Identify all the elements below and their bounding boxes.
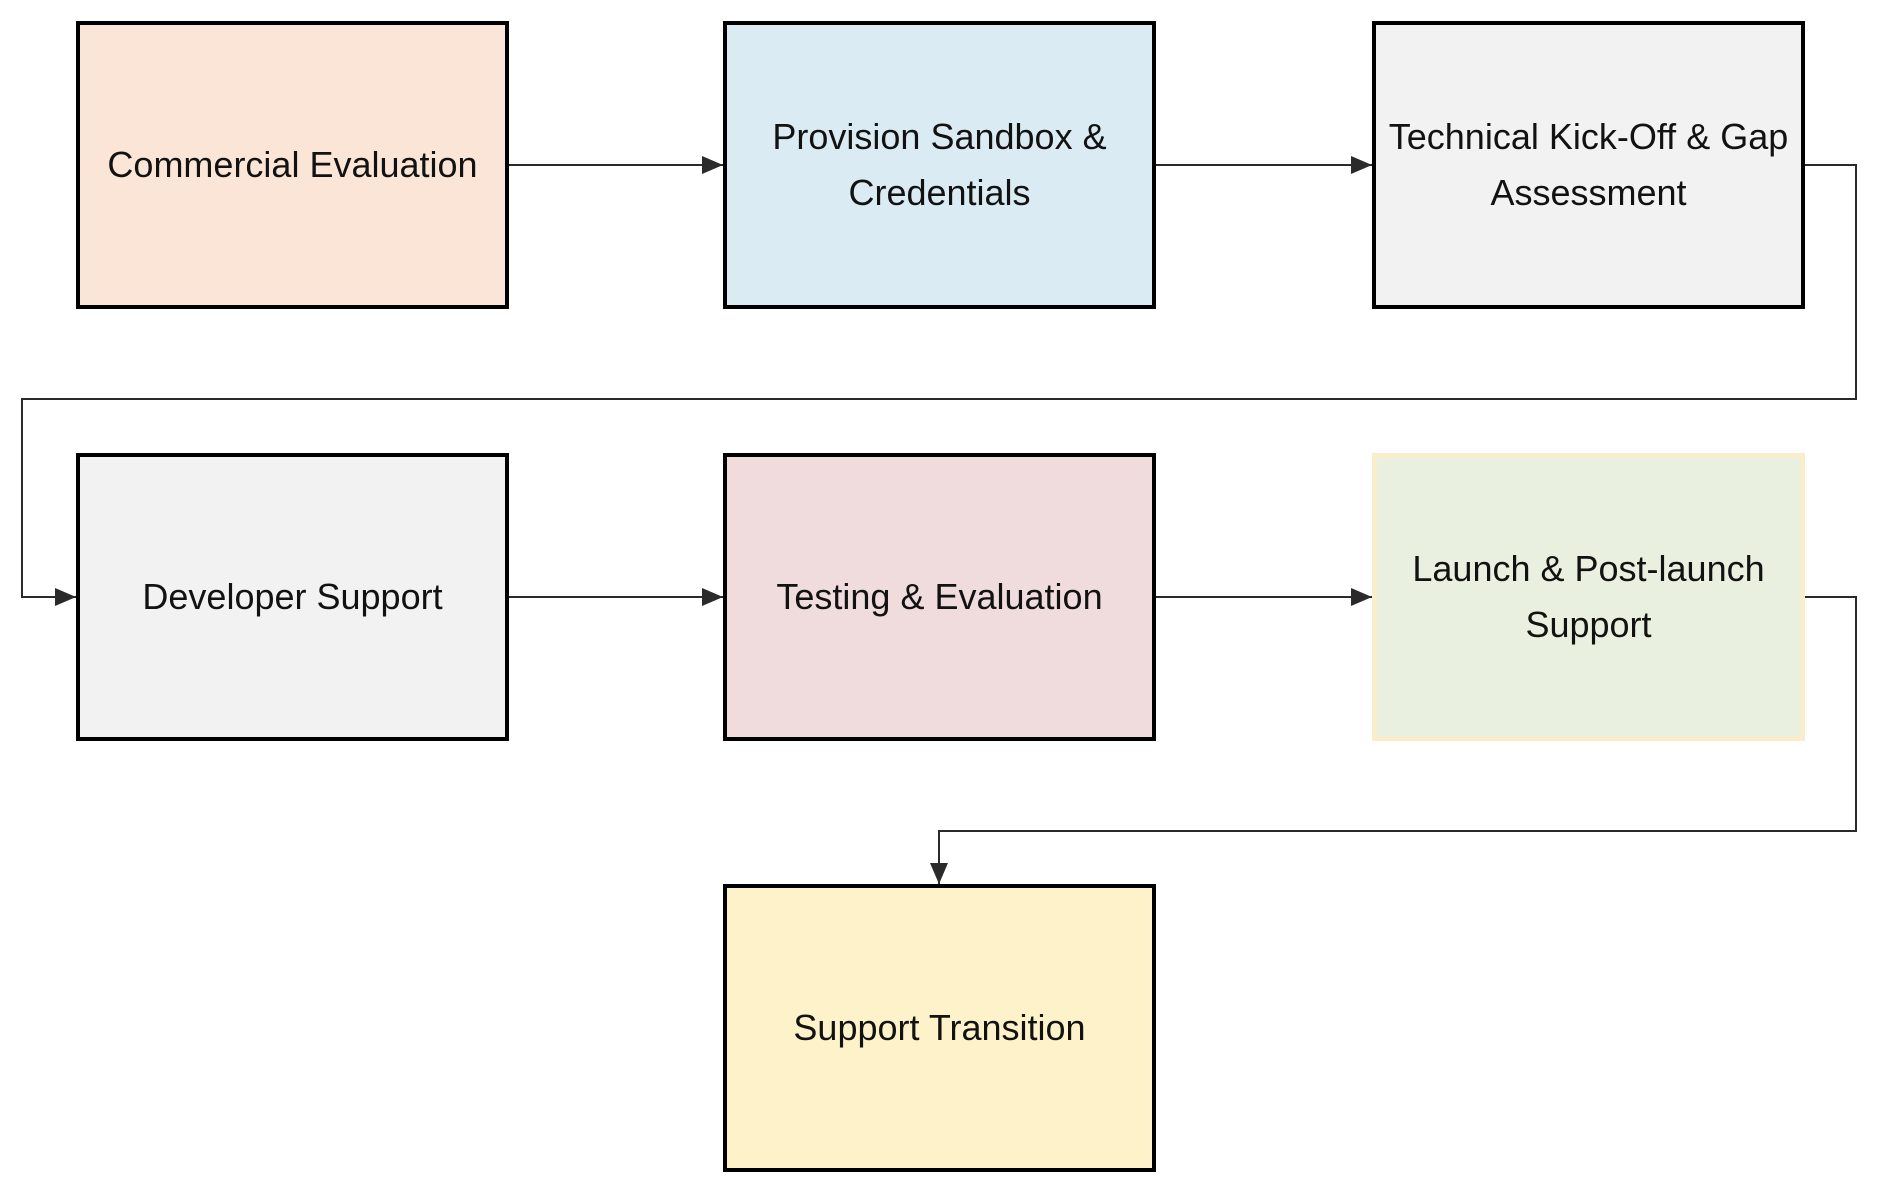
node-label: Launch & Post-launch Support bbox=[1412, 548, 1765, 645]
node-testing-evaluation: Testing & Evaluation bbox=[723, 453, 1156, 741]
node-label: Developer Support bbox=[142, 576, 443, 618]
node-label: Technical Kick-Off & Gap Assessment bbox=[1388, 116, 1789, 213]
node-launch-post-launch-support: Launch & Post-launch Support bbox=[1372, 453, 1805, 741]
node-support-transition: Support Transition bbox=[723, 884, 1156, 1172]
node-developer-support: Developer Support bbox=[76, 453, 509, 741]
node-label: Support Transition bbox=[793, 1007, 1086, 1049]
node-technical-kickoff-gap-assessment: Technical Kick-Off & Gap Assessment bbox=[1372, 21, 1805, 309]
node-label: Commercial Evaluation bbox=[107, 144, 478, 186]
node-label: Provision Sandbox & Credentials bbox=[772, 116, 1107, 213]
node-label: Testing & Evaluation bbox=[776, 576, 1103, 618]
node-provision-sandbox-credentials: Provision Sandbox & Credentials bbox=[723, 21, 1156, 309]
node-commercial-evaluation: Commercial Evaluation bbox=[76, 21, 509, 309]
